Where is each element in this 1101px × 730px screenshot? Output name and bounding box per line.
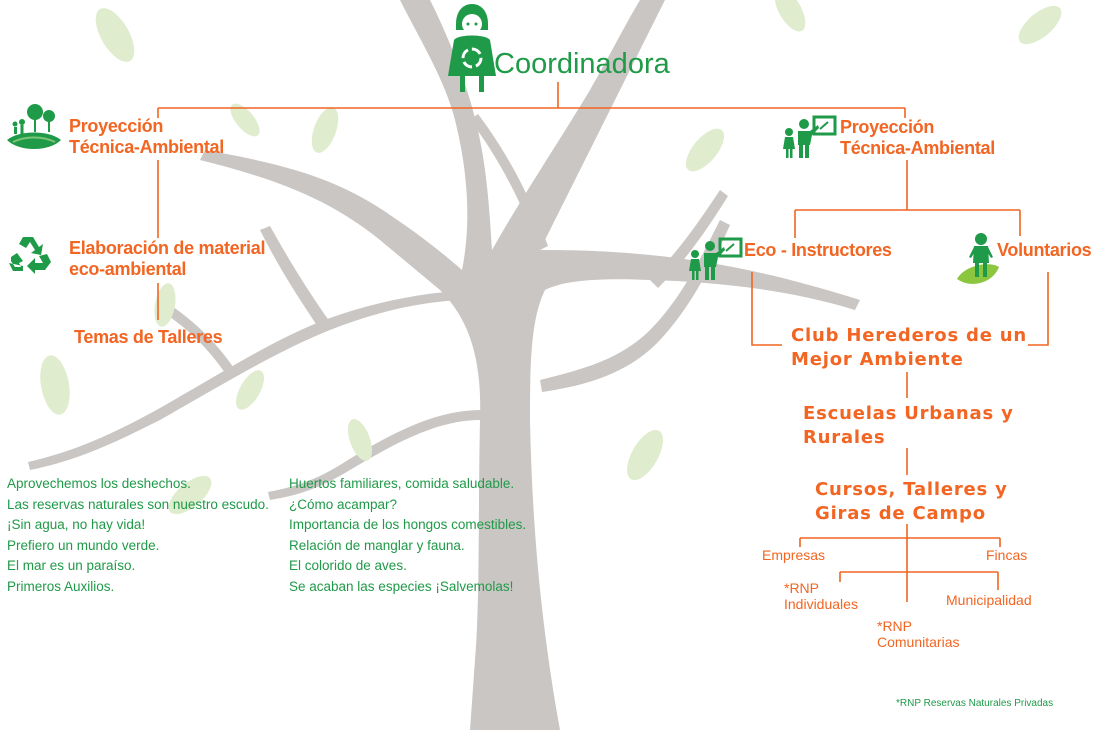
tree-twig [470, 114, 548, 250]
tree-branch-right [540, 220, 730, 392]
material-line-2: eco-ambiental [69, 259, 187, 279]
landscape-family-icon [7, 104, 61, 149]
tree-branch-lower-left [268, 410, 482, 500]
club-line-2: Mejor Ambiente [791, 349, 964, 370]
municipality-label: Municipalidad [946, 592, 1032, 608]
club-label: Club Herederos de un Mejor Ambiente [791, 324, 1027, 372]
list-item: Se acaban las especies ¡Salvemolas! [289, 578, 514, 594]
club-line-1: Club Herederos de un [791, 325, 1028, 346]
courses-label: Cursos, Talleres y Giras de Campo [815, 478, 1008, 526]
list-item: El colorido de aves. [289, 558, 407, 574]
rnp-community-line-2: Comunitarias [877, 634, 960, 650]
chart-title: Coordinadora [494, 48, 670, 80]
list-item: Prefiero un mundo verde. [7, 537, 160, 553]
schools-line-1: Escuelas Urbanas y [803, 403, 1014, 424]
workshop-topics-list-2: Huertos familiares, comida saludable. ¿C… [289, 474, 526, 598]
material-line-1: Elaboración de material [69, 238, 266, 258]
footnote: *RNP Reservas Naturales Privadas [896, 698, 1054, 709]
schools-line-2: Rurales [803, 427, 886, 448]
rnp-individual-line-2: Individuales [784, 596, 858, 612]
tree-twig [260, 226, 330, 330]
list-item: ¡Sin agua, no hay vida! [7, 517, 146, 533]
schools-label: Escuelas Urbanas y Rurales [803, 402, 1014, 450]
right-projection-line-1: Proyección [840, 117, 935, 137]
topics-heading: Temas de Talleres [74, 327, 223, 347]
right-projection-line-2: Técnica-Ambiental [840, 138, 995, 158]
left-projection-label: Proyección Técnica-Ambiental [69, 116, 224, 158]
material-label: Elaboración de material eco-ambiental [69, 238, 265, 280]
tree-twig [650, 190, 728, 288]
workshop-topics-list-1: Aprovechemos los deshechos. Las reservas… [7, 474, 269, 598]
list-item: El mar es un paraíso. [7, 558, 136, 574]
tree-illustration [28, 0, 860, 730]
left-projection-line-1: Proyección [69, 116, 164, 136]
eco-instructors-label: Eco - Instructores [744, 240, 892, 260]
rnp-individual-label: *RNP Individuales [784, 580, 858, 612]
teacher-board-icon [783, 115, 837, 158]
connector-lines [157, 82, 1049, 602]
list-item: ¿Cómo acampar? [289, 496, 398, 512]
right-projection-label: Proyección Técnica-Ambiental [840, 117, 995, 159]
list-item: Aprovechemos los deshechos. [7, 476, 191, 491]
list-item: Las reservas naturales son nuestro escud… [7, 496, 269, 512]
courses-line-1: Cursos, Talleres y [815, 479, 1008, 500]
courses-line-2: Giras de Campo [815, 503, 986, 524]
tree-trunk [200, 0, 860, 730]
companies-label: Empresas [762, 547, 826, 563]
farms-label: Fincas [986, 547, 1028, 563]
volunteer-leaf-icon [957, 233, 999, 284]
teacher-board-icon [689, 237, 743, 280]
rnp-community-line-1: *RNP [877, 618, 913, 634]
volunteers-label: Voluntarios [997, 240, 1092, 260]
left-projection-line-2: Técnica-Ambiental [69, 137, 224, 157]
rnp-community-label: *RNP Comunitarias [877, 618, 959, 650]
tree-twig [160, 302, 238, 380]
list-item: Importancia de los hongos comestibles. [289, 517, 527, 533]
woman-recycle-icon [448, 4, 496, 92]
recycle-icon [9, 237, 51, 274]
list-item: Huertos familiares, comida saludable. [289, 476, 515, 491]
tree-branch-left [28, 290, 472, 470]
list-item: Relación de manglar y fauna. [289, 537, 465, 553]
tree-leaves [40, 0, 1062, 515]
rnp-individual-line-1: *RNP [784, 580, 820, 596]
list-item: Primeros Auxilios. [7, 578, 115, 594]
